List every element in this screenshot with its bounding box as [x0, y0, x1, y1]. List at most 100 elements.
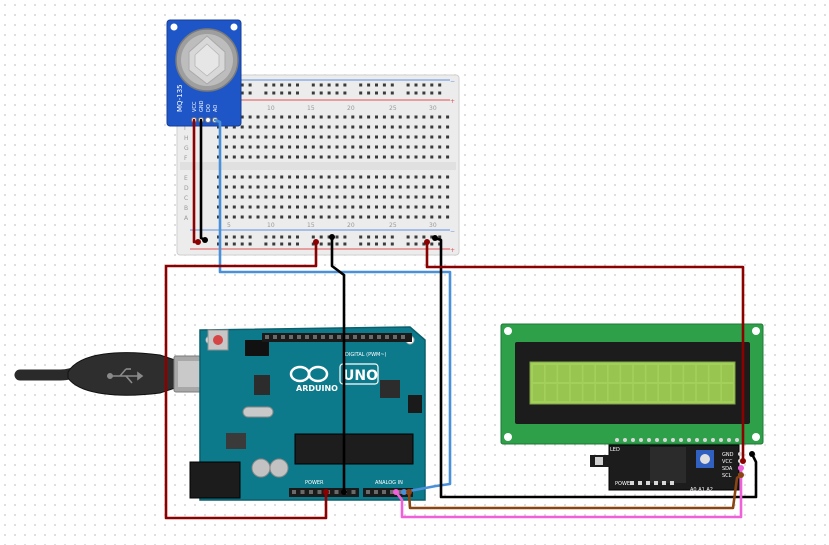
- breadboard-hole[interactable]: [375, 242, 378, 246]
- breadboard-hole[interactable]: [224, 175, 228, 179]
- breadboard-hole[interactable]: [319, 242, 323, 246]
- breadboard-hole[interactable]: [303, 115, 307, 119]
- breadboard-hole[interactable]: [335, 185, 339, 189]
- breadboard-hole[interactable]: [224, 235, 228, 239]
- usb-cable[interactable]: [14, 352, 207, 396]
- breadboard-hole[interactable]: [430, 125, 434, 129]
- breadboard-hole[interactable]: [224, 242, 228, 246]
- breadboard-hole[interactable]: [224, 215, 228, 219]
- breadboard-hole[interactable]: [359, 83, 363, 87]
- breadboard-hole[interactable]: [430, 83, 434, 87]
- breadboard-hole[interactable]: [319, 135, 323, 139]
- breadboard-hole[interactable]: [248, 145, 252, 149]
- breadboard-hole[interactable]: [351, 195, 355, 199]
- power-pin[interactable]: [292, 490, 296, 494]
- breadboard-hole[interactable]: [319, 91, 323, 95]
- breadboard-hole[interactable]: [367, 135, 371, 139]
- breadboard-hole[interactable]: [438, 155, 442, 159]
- breadboard-hole[interactable]: [398, 155, 402, 159]
- digital-pin[interactable]: [329, 335, 333, 339]
- breadboard-hole[interactable]: [327, 195, 331, 199]
- breadboard-hole[interactable]: [446, 175, 450, 179]
- breadboard-hole[interactable]: [296, 135, 299, 139]
- breadboard-hole[interactable]: [296, 83, 299, 87]
- wire-gnd-to-rail[interactable]: [330, 235, 346, 494]
- breadboard-hole[interactable]: [303, 175, 307, 179]
- breadboard-hole[interactable]: [335, 83, 339, 87]
- digital-pin[interactable]: [353, 335, 357, 339]
- breadboard-hole[interactable]: [256, 195, 260, 199]
- digital-pin[interactable]: [265, 335, 269, 339]
- breadboard-hole[interactable]: [446, 155, 450, 159]
- breadboard-hole[interactable]: [272, 135, 276, 139]
- breadboard-hole[interactable]: [272, 235, 276, 239]
- breadboard-hole[interactable]: [217, 195, 220, 199]
- breadboard-hole[interactable]: [335, 115, 339, 119]
- breadboard-hole[interactable]: [367, 205, 371, 209]
- breadboard-hole[interactable]: [264, 145, 268, 149]
- breadboard-hole[interactable]: [248, 83, 252, 87]
- breadboard-hole[interactable]: [406, 115, 410, 119]
- breadboard-hole[interactable]: [398, 195, 402, 199]
- breadboard-hole[interactable]: [343, 83, 347, 87]
- breadboard-hole[interactable]: [398, 175, 402, 179]
- breadboard-hole[interactable]: [375, 205, 378, 209]
- breadboard-hole[interactable]: [272, 195, 276, 199]
- breadboard-hole[interactable]: [256, 145, 260, 149]
- breadboard-hole[interactable]: [311, 242, 315, 246]
- digital-pin[interactable]: [273, 335, 277, 339]
- breadboard-hole[interactable]: [422, 185, 426, 189]
- breadboard-hole[interactable]: [422, 215, 426, 219]
- breadboard-hole[interactable]: [375, 125, 378, 129]
- breadboard-hole[interactable]: [256, 215, 260, 219]
- breadboard-hole[interactable]: [382, 155, 386, 159]
- breadboard-hole[interactable]: [264, 235, 268, 239]
- breadboard-hole[interactable]: [351, 205, 355, 209]
- digital-pin[interactable]: [369, 335, 373, 339]
- breadboard-hole[interactable]: [319, 145, 323, 149]
- breadboard-hole[interactable]: [256, 125, 260, 129]
- breadboard-hole[interactable]: [311, 195, 315, 199]
- breadboard-hole[interactable]: [319, 185, 323, 189]
- breadboard-hole[interactable]: [264, 135, 268, 139]
- breadboard-hole[interactable]: [272, 115, 276, 119]
- breadboard-hole[interactable]: [398, 125, 402, 129]
- breadboard-hole[interactable]: [240, 185, 244, 189]
- breadboard-hole[interactable]: [375, 91, 378, 95]
- breadboard-hole[interactable]: [248, 135, 252, 139]
- breadboard-hole[interactable]: [359, 195, 363, 199]
- breadboard-hole[interactable]: [390, 115, 394, 119]
- breadboard-hole[interactable]: [430, 155, 434, 159]
- breadboard-hole[interactable]: [288, 91, 292, 95]
- reset-button-cap[interactable]: [213, 335, 223, 345]
- breadboard-hole[interactable]: [327, 91, 331, 95]
- breadboard-hole[interactable]: [311, 125, 315, 129]
- breadboard-hole[interactable]: [217, 215, 220, 219]
- breadboard-hole[interactable]: [311, 175, 315, 179]
- breadboard-hole[interactable]: [240, 83, 244, 87]
- digital-pin[interactable]: [377, 335, 381, 339]
- breadboard-hole[interactable]: [406, 205, 410, 209]
- breadboard-hole[interactable]: [240, 155, 244, 159]
- breadboard-hole[interactable]: [311, 235, 315, 239]
- breadboard-hole[interactable]: [232, 175, 236, 179]
- breadboard-hole[interactable]: [232, 242, 236, 246]
- breadboard-hole[interactable]: [446, 215, 450, 219]
- digital-pin[interactable]: [297, 335, 301, 339]
- breadboard-hole[interactable]: [248, 242, 252, 246]
- breadboard-hole[interactable]: [335, 175, 339, 179]
- analog-header[interactable]: [363, 488, 413, 497]
- breadboard-hole[interactable]: [288, 242, 292, 246]
- breadboard-hole[interactable]: [382, 91, 386, 95]
- breadboard-hole[interactable]: [343, 185, 347, 189]
- breadboard-hole[interactable]: [296, 115, 299, 119]
- breadboard-hole[interactable]: [414, 155, 418, 159]
- breadboard-hole[interactable]: [382, 185, 386, 189]
- breadboard-hole[interactable]: [224, 185, 228, 189]
- sensor-pin-do[interactable]: [205, 117, 211, 123]
- breadboard-hole[interactable]: [311, 155, 315, 159]
- breadboard-hole[interactable]: [256, 155, 260, 159]
- breadboard-hole[interactable]: [327, 115, 331, 119]
- breadboard-hole[interactable]: [248, 91, 252, 95]
- breadboard-hole[interactable]: [382, 195, 386, 199]
